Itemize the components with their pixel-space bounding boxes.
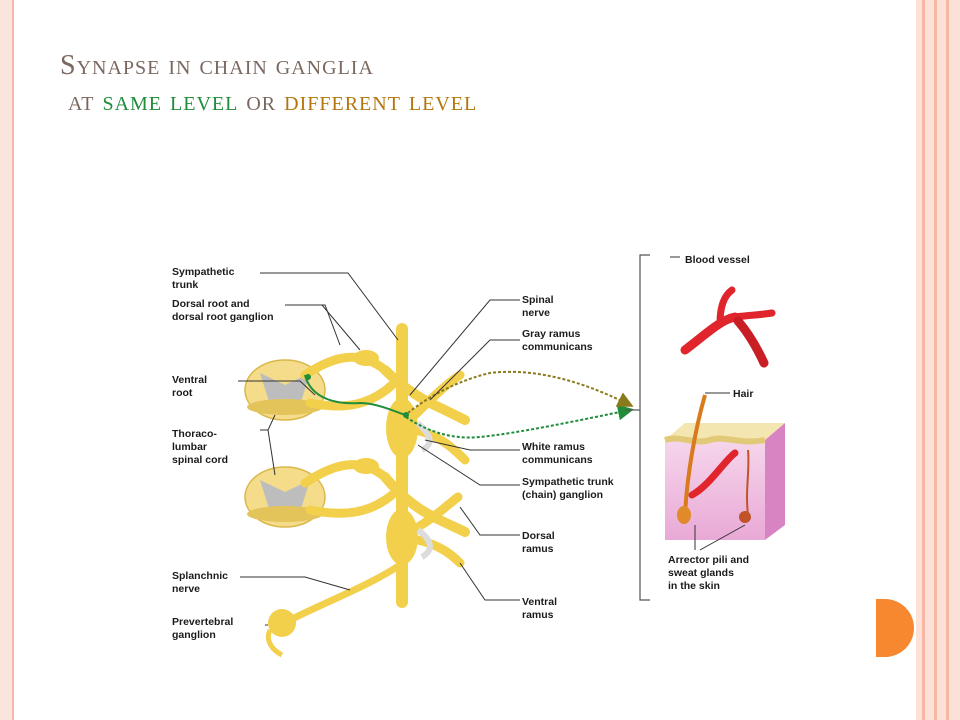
label-sympathetic-trunk: Sympathetic	[172, 266, 235, 278]
postganglionic-same-level	[405, 404, 634, 439]
title-different-level: different level	[284, 86, 478, 117]
prevertebral-ganglion	[268, 609, 296, 637]
right-border-stripe	[946, 0, 949, 720]
preganglionic-soma	[305, 374, 311, 380]
label-ventral-root-2: root	[172, 387, 193, 399]
label-dorsal-root: Dorsal root and	[172, 298, 250, 310]
leader-lines	[238, 256, 746, 626]
label-trunk-ganglion: Sympathetic trunk	[522, 476, 614, 488]
left-border-line	[12, 0, 14, 720]
label-ventral-ramus: Ventral	[522, 596, 557, 608]
label-hair: Hair	[733, 388, 753, 400]
title-or: or	[238, 86, 285, 117]
label-sympathetic-trunk-2: trunk	[172, 279, 198, 291]
right-border-stripe	[934, 0, 937, 720]
label-prevertebral: Prevertebral	[172, 616, 233, 628]
label-dorsal-ramus-2: ramus	[522, 543, 554, 555]
dorsal-root-ganglion-lower	[353, 458, 379, 474]
title-line-2: at same level or different level	[60, 84, 890, 120]
label-thoracolumbar-2: lumbar	[172, 441, 207, 453]
label-blood-vessel: Blood vessel	[685, 254, 750, 266]
label-arrector-3: in the skin	[668, 580, 720, 592]
target-bracket	[639, 254, 650, 601]
label-trunk-ganglion-2: (chain) ganglion	[522, 489, 603, 501]
label-spinal-nerve-2: nerve	[522, 307, 550, 319]
right-border-stripe	[922, 0, 925, 720]
label-white-ramus: White ramus	[522, 441, 585, 453]
title-prefix: at	[68, 86, 103, 117]
white-ramus-lower	[416, 527, 433, 560]
left-border	[0, 0, 12, 720]
label-thoracolumbar-3: spinal cord	[172, 454, 228, 466]
prevertebral-branch	[265, 628, 284, 658]
dorsal-root-ganglion-upper	[353, 350, 379, 366]
sympathetic-trunk	[386, 323, 418, 608]
title-line-1: Synapse in chain ganglia	[60, 50, 374, 81]
label-white-ramus-2: communicans	[522, 454, 593, 466]
synapse-point	[403, 412, 409, 418]
preganglionic-fiber	[304, 374, 406, 416]
label-spinal-nerve: Spinal	[522, 294, 554, 306]
label-arrector: Arrector pili and	[668, 554, 749, 566]
label-arrector-2: sweat glands	[668, 567, 734, 579]
label-prevertebral-2: ganglion	[172, 629, 216, 641]
label-dorsal-ramus: Dorsal	[522, 530, 555, 542]
blood-vessel-illustration	[680, 286, 776, 368]
label-thoracolumbar: Thoraco-	[172, 428, 217, 440]
postganglionic-different-level	[407, 370, 634, 414]
label-dorsal-root-2: dorsal root ganglion	[172, 311, 274, 323]
label-gray-ramus: Gray ramus	[522, 328, 581, 340]
label-ventral-ramus-2: ramus	[522, 609, 554, 621]
label-gray-ramus-2: communicans	[522, 341, 593, 353]
label-splanchnic: Splanchnic	[172, 570, 228, 582]
skin-illustration	[664, 394, 785, 540]
title-same-level: same level	[102, 86, 239, 117]
diagram-labels: Sympathetic trunk Dorsal root and dorsal…	[172, 254, 753, 641]
splanchnic-nerve	[286, 561, 404, 624]
sympathetic-pathway-diagram: Sympathetic trunk Dorsal root and dorsal…	[172, 254, 785, 658]
label-splanchnic-2: nerve	[172, 583, 200, 595]
accent-tab	[876, 599, 914, 657]
slide-title: Synapse in chain ganglia at same level o…	[60, 48, 890, 120]
label-ventral-root: Ventral	[172, 374, 207, 386]
